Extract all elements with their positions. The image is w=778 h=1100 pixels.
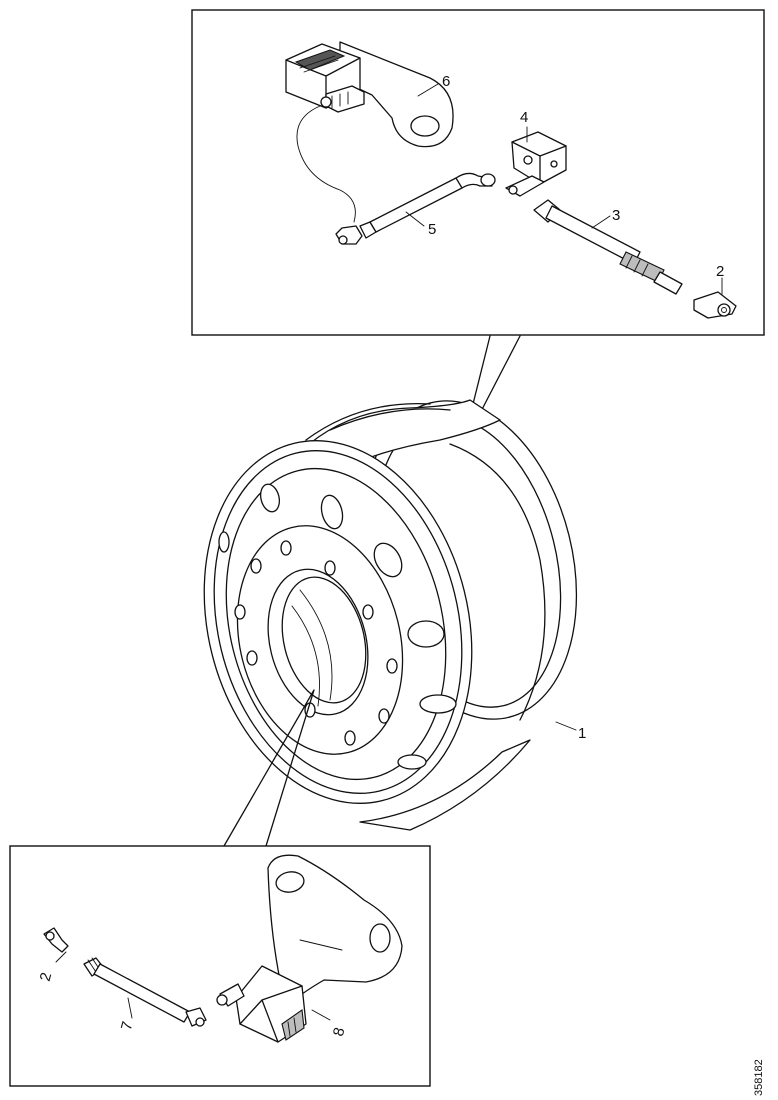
top-detail-inset: 6 4 5 3 2 xyxy=(191,9,765,336)
callout-3: 3 xyxy=(612,207,620,224)
callout-1: 1 xyxy=(578,725,586,742)
callout-6: 6 xyxy=(442,73,450,90)
callout-5: 5 xyxy=(428,221,436,238)
tire-pressure-sensor-bottom xyxy=(216,965,307,1043)
valve-cap-bottom xyxy=(43,927,69,953)
callout-4: 4 xyxy=(520,109,528,126)
wheel-rim: 1 xyxy=(203,399,586,831)
sensor-cable-top xyxy=(296,105,356,223)
document-id: 358182 xyxy=(753,1059,765,1096)
bottom-inset-pointer xyxy=(223,689,315,847)
callout-2-top: 2 xyxy=(716,263,724,280)
mounting-bracket-4 xyxy=(505,131,567,197)
bottom-detail-inset: 2 7 8 xyxy=(9,845,431,1087)
hose-7-assembly xyxy=(83,957,207,1027)
valve-cap-top xyxy=(693,291,737,319)
hose-3-assembly xyxy=(533,199,683,295)
stud-holes xyxy=(234,540,398,746)
ventilation-holes xyxy=(218,483,457,770)
hose-5-assembly xyxy=(335,172,496,245)
tire-pressure-sensor-top xyxy=(285,41,454,148)
